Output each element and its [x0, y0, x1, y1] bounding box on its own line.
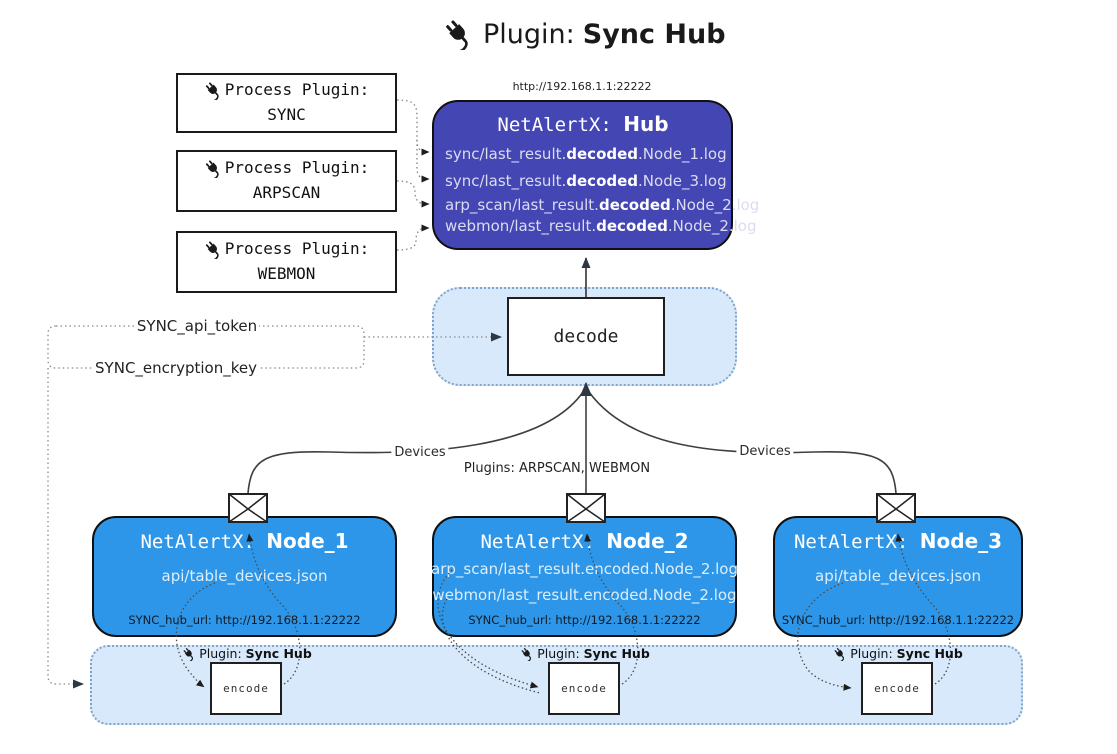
node-title: NetAlertX: Node_2: [480, 529, 689, 553]
page-title-prefix: Plugin:: [483, 18, 575, 50]
node-to-decode-curves: [247, 382, 897, 494]
hub-url: http://192.168.1.1:22222: [512, 80, 652, 93]
plug-icon: [204, 81, 223, 100]
edge-label-plugins: Plugins: ARPSCAN, WEBMON: [463, 461, 651, 476]
node-file: webmon/last_result.encoded.Node_2.log: [432, 586, 737, 604]
encode-box-2: encode: [548, 662, 620, 715]
plug-icon: [204, 240, 223, 259]
encoder-label-2: Plugin: Sync Hub: [520, 646, 650, 661]
process-plugin-name: ARPSCAN: [252, 183, 321, 202]
process-plugin-arpscan: Process Plugin: ARPSCAN: [176, 150, 397, 212]
plug-icon: [182, 647, 196, 661]
hub-title: NetAlertX: Hub: [445, 112, 721, 136]
node-title: NetAlertX: Node_3: [793, 529, 1003, 553]
encode-box-3: encode: [861, 662, 933, 715]
page-title: Plugin: Sync Hub: [443, 18, 726, 50]
process-to-hub-connectors: [396, 99, 430, 251]
node-hub-url: SYNC_hub_url: http://192.168.1.1:22222: [128, 613, 361, 627]
decode-box: decode: [507, 297, 665, 376]
sync-encryption-key-label: SYNC_encryption_key: [93, 359, 259, 377]
edge-label-devices-left: Devices: [391, 445, 449, 460]
node-2-box: NetAlertX: Node_2 arp_scan/last_result.e…: [431, 516, 738, 637]
node-3-box: NetAlertX: Node_3 api/table_devices.json…: [773, 516, 1023, 637]
process-plugin-label: Process Plugin:: [224, 239, 370, 259]
process-plugin-webmon: Process Plugin: WEBMON: [176, 231, 397, 293]
sync-api-token-label: SYNC_api_token: [134, 317, 260, 335]
node-hub-url: SYNC_hub_url: http://192.168.1.1:22222: [781, 613, 1015, 627]
process-plugin-label: Process Plugin:: [224, 80, 370, 100]
hub-box: NetAlertX: Hub sync/last_result.decoded.…: [432, 100, 760, 250]
node-file: api/table_devices.json: [815, 567, 981, 585]
hub-log-line: webmon/last_result.decoded.Node_2.log: [445, 217, 757, 235]
plug-icon: [833, 647, 847, 661]
encoder-label-3: Plugin: Sync Hub: [833, 646, 963, 661]
plug-icon: [204, 159, 223, 178]
encode-box-1: encode: [210, 662, 282, 715]
plug-icon: [520, 647, 534, 661]
process-plugin-sync: Process Plugin: SYNC: [176, 73, 397, 133]
process-plugin-name: WEBMON: [257, 264, 316, 283]
plug-icon: [443, 18, 475, 50]
hub-log-line: sync/last_result.decoded.Node_3.log: [445, 172, 727, 190]
node-1-box: NetAlertX: Node_1 api/table_devices.json…: [92, 516, 397, 637]
edge-label-devices-right: Devices: [736, 444, 794, 459]
node-hub-url: SYNC_hub_url: http://192.168.1.1:22222: [468, 613, 701, 627]
process-plugin-label: Process Plugin:: [224, 158, 370, 178]
hub-log-line: sync/last_result.decoded.Node_1.log: [445, 145, 727, 163]
node-title: NetAlertX: Node_1: [140, 529, 349, 553]
encoder-label-1: Plugin: Sync Hub: [182, 646, 312, 661]
process-plugin-name: SYNC: [267, 105, 306, 124]
hub-log-line: arp_scan/last_result.decoded.Node_2.log: [445, 196, 760, 214]
hub-title-name: Hub: [623, 112, 669, 136]
node-file: arp_scan/last_result.encoded.Node_2.log: [431, 560, 738, 578]
page-title-name: Sync Hub: [582, 18, 726, 50]
node-file: api/table_devices.json: [161, 567, 328, 585]
hub-title-prefix: NetAlertX:: [497, 114, 624, 136]
